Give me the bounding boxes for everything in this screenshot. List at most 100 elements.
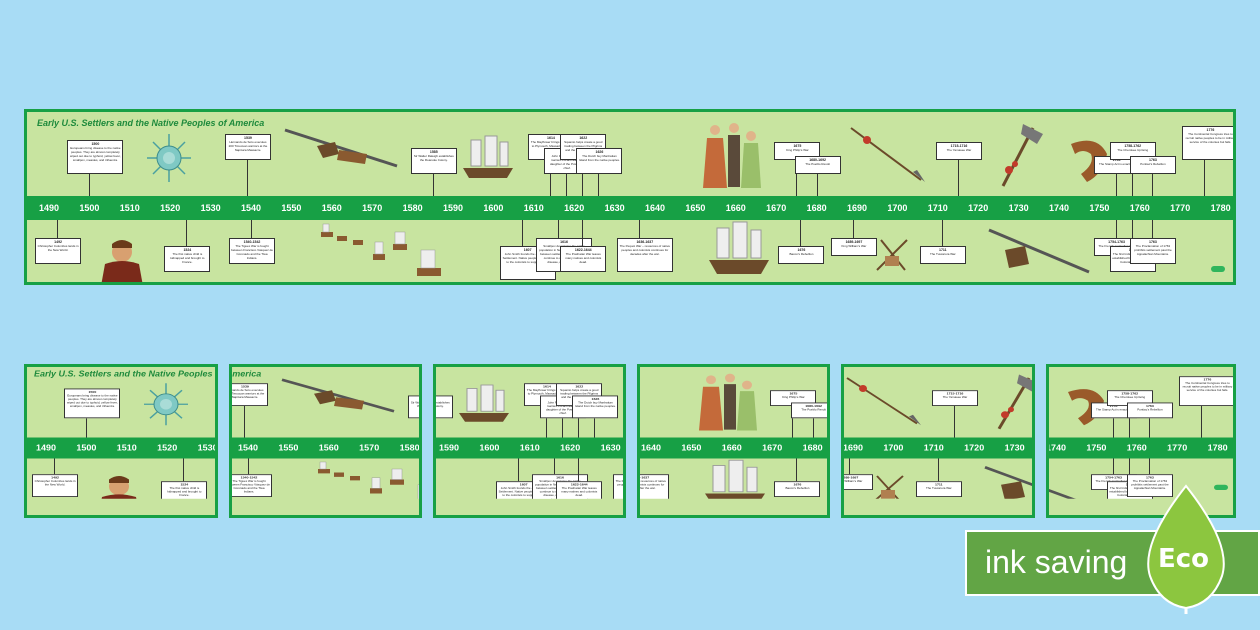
event-year: 1500 <box>88 390 97 394</box>
virus-icon <box>147 134 191 182</box>
event-connector <box>852 220 854 238</box>
year-label-1740: 1740 <box>1048 203 1070 213</box>
event-description: Sir Walter Raleigh establishes the Roano… <box>410 400 422 408</box>
event-description: Sir Walter Raleigh establishes the Roano… <box>433 400 450 408</box>
event-connector <box>800 220 802 246</box>
event-description: Hernando de Soto executes 200 Timucuan w… <box>228 140 268 152</box>
event-year: 1676 <box>793 483 802 487</box>
event-description: John Smith founds the Jamestown Settleme… <box>498 486 549 498</box>
event-description: The Cherokee Uprising <box>1114 395 1146 400</box>
event-connector <box>937 458 939 482</box>
event-connector <box>521 220 523 246</box>
year-label-1660: 1660 <box>721 443 742 453</box>
timeline-axis <box>1049 437 1233 459</box>
timeline-axis <box>844 437 1032 459</box>
year-label-1650: 1650 <box>681 443 702 453</box>
event-connector <box>578 406 580 438</box>
fleet-of-ships-icon <box>318 461 419 499</box>
year-label-1700: 1700 <box>887 203 908 213</box>
event-description: Sir Walter Raleigh establishes the Roano… <box>413 154 454 162</box>
event-year: 1711 <box>939 248 947 252</box>
eco-leaf-icon <box>1147 484 1225 614</box>
year-label-1490: 1490 <box>35 443 57 453</box>
year-label-1710: 1710 <box>923 443 944 453</box>
event-description: The Proclamation of 1763 prohibits settl… <box>1131 479 1169 491</box>
event-year: 1754 <box>1112 158 1121 162</box>
event-connector <box>432 174 434 196</box>
event-description: The Mayflower brings Pilgrims to Plymout… <box>530 140 572 148</box>
event-year: 1622-1644 <box>574 248 592 252</box>
event-year: 1500 <box>91 142 100 146</box>
event-connector <box>554 458 556 475</box>
event-connector <box>1151 174 1153 196</box>
timeline-segment-4: Early U.S. Settlers and the Native Peopl… <box>637 364 830 518</box>
event-connector <box>558 220 560 238</box>
event-connector <box>958 160 959 196</box>
year-label-1730: 1730 <box>1004 443 1025 453</box>
event-year: 1715-1716 <box>950 144 968 148</box>
ink-saving-label: ink saving <box>985 544 1128 580</box>
event-year: 1711 <box>935 483 943 487</box>
year-label-1670: 1670 <box>762 443 783 453</box>
year-label-1560: 1560 <box>318 443 339 453</box>
event-connector <box>562 418 564 438</box>
event-year: 1622-1644 <box>570 483 588 487</box>
event-year: 1607 <box>519 483 528 487</box>
year-label-1570: 1570 <box>362 203 383 213</box>
timeline-segment-content-6: Early U.S. Settlers and the Native Peopl… <box>1049 367 1233 499</box>
year-label-1530: 1530 <box>197 443 218 453</box>
event-connector <box>57 220 59 238</box>
year-label-1630: 1630 <box>604 203 625 213</box>
event-description: Europeans bring disease to the native pe… <box>70 146 121 162</box>
event-connector <box>594 418 596 438</box>
year-label-1530: 1530 <box>200 203 221 213</box>
year-label-1630: 1630 <box>600 443 621 453</box>
year-label-1550: 1550 <box>281 203 302 213</box>
event-connector <box>792 406 794 438</box>
year-label-1580: 1580 <box>399 443 420 453</box>
event-connector <box>816 174 818 196</box>
event-connector <box>1131 220 1133 246</box>
tall-ship-icon <box>709 221 769 274</box>
musket-icon <box>284 128 398 168</box>
event-year: 1524 <box>183 248 192 252</box>
event-description: The Pueblo Revolt <box>801 407 826 412</box>
event-connector <box>848 458 850 475</box>
flintlock-pistol-icon <box>988 228 1090 274</box>
event-year: 1676 <box>797 248 806 252</box>
event-year: 1758-1762 <box>1121 392 1139 396</box>
event-description: The Pueblo Revolt <box>805 162 830 166</box>
event-year: 1675 <box>793 144 802 148</box>
flintlock-pistol-icon <box>1049 488 1076 499</box>
event-connector <box>54 458 56 475</box>
event-description: Pontiac's Rebellion <box>1140 162 1166 166</box>
event-year: 1689-1697 <box>845 240 863 244</box>
event-year: 1626 <box>595 150 604 154</box>
event-year: 1754-1763 <box>1105 476 1122 480</box>
event-connector <box>1201 406 1203 438</box>
event-year: 1763 <box>1146 404 1154 408</box>
timeline-axis <box>640 437 827 459</box>
event-connector <box>1112 418 1114 438</box>
year-label-1600: 1600 <box>483 203 504 213</box>
event-connector <box>638 220 640 238</box>
banner-title: Early U.S. Settlers and the Native Peopl… <box>229 369 262 378</box>
event-year: 1689-1697 <box>841 476 859 480</box>
year-label-1640: 1640 <box>640 443 662 453</box>
event-description: The Proclamation of 1763 prohibits settl… <box>1134 244 1172 256</box>
year-label-1560: 1560 <box>321 203 342 213</box>
